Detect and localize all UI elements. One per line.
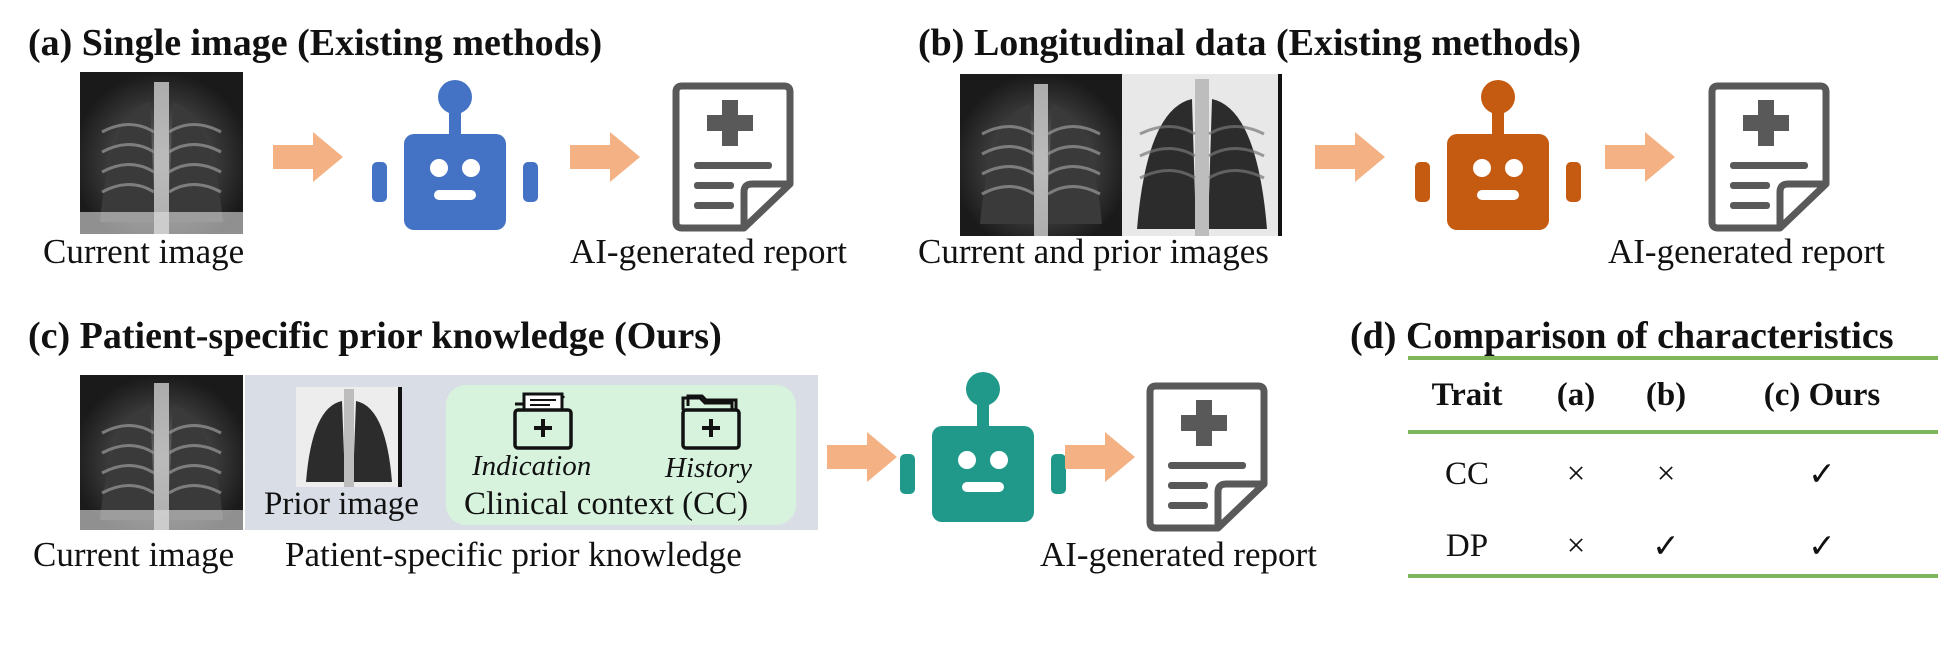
header-ours: (c) Ours — [1763, 376, 1881, 413]
history-label: History — [665, 452, 752, 484]
prior-image-label: Prior image — [264, 486, 419, 522]
current-image-caption: Current image — [43, 232, 245, 271]
header-trait: Trait — [1431, 376, 1503, 413]
report-document-icon — [1708, 82, 1830, 232]
current-xray-image-a — [80, 72, 243, 234]
ai-report-caption: AI-generated report — [1608, 232, 1885, 271]
current-xray-image-c — [80, 375, 243, 530]
patient-knowledge-caption: Patient-specific prior knowledge — [285, 535, 742, 574]
clinical-context-label: Clinical context (CC) — [464, 486, 749, 522]
arrow-right-icon — [570, 132, 640, 182]
header-b: (b) — [1645, 376, 1687, 413]
row-trait-dp: DP — [1445, 527, 1489, 564]
current-image-caption: Current image — [33, 535, 235, 574]
report-document-icon — [672, 82, 794, 232]
arrow-right-icon — [1605, 132, 1675, 182]
cell-b-dp: ✓ — [1652, 529, 1680, 565]
robot-icon — [1415, 80, 1581, 230]
prior-xray-image-c — [296, 387, 402, 487]
cell-a-cc: × — [1566, 455, 1586, 492]
indication-label: Indication — [472, 450, 592, 482]
robot-icon — [900, 372, 1066, 522]
panel-d-title: (d) Comparison of characteristics — [1350, 315, 1894, 357]
cell-ours-dp: ✓ — [1808, 529, 1836, 565]
table-top-rule — [1408, 356, 1938, 360]
table-header-rule — [1408, 430, 1938, 434]
current-xray-image-b — [960, 74, 1122, 236]
table-header-row: Trait (a) (b) (c) Ours — [1408, 360, 1938, 430]
report-document-icon — [1146, 382, 1268, 532]
arrow-right-icon — [273, 132, 343, 182]
robot-icon — [372, 80, 538, 230]
panel-a-title: (a) Single image (Existing methods) — [28, 22, 603, 64]
panel-b-title: (b) Longitudinal data (Existing methods) — [918, 22, 1582, 64]
arrow-right-icon — [827, 432, 897, 482]
row-trait-cc: CC — [1444, 455, 1490, 492]
cell-b-cc: × — [1656, 455, 1676, 492]
prior-xray-image-b — [1122, 74, 1282, 236]
history-folder-icon — [680, 392, 742, 455]
current-and-prior-caption: Current and prior images — [918, 232, 1269, 271]
indication-folder-icon — [512, 392, 574, 455]
arrow-right-icon — [1065, 432, 1135, 482]
cell-a-dp: × — [1566, 527, 1586, 564]
header-a: (a) — [1556, 376, 1596, 413]
arrow-right-icon — [1315, 132, 1385, 182]
table-row: DP × ✓ ✓ — [1408, 510, 1938, 582]
cell-ours-cc: ✓ — [1808, 457, 1836, 493]
ai-report-caption: AI-generated report — [1040, 535, 1317, 574]
table-bottom-rule — [1408, 574, 1938, 578]
ai-report-caption: AI-generated report — [570, 232, 847, 271]
clinical-context-box — [446, 385, 796, 525]
panel-c-title: (c) Patient-specific prior knowledge (Ou… — [28, 315, 722, 357]
comparison-table: Trait (a) (b) (c) Ours CC × × ✓ DP × ✓ ✓ — [1408, 360, 1938, 582]
table-row: CC × × ✓ — [1408, 438, 1938, 510]
